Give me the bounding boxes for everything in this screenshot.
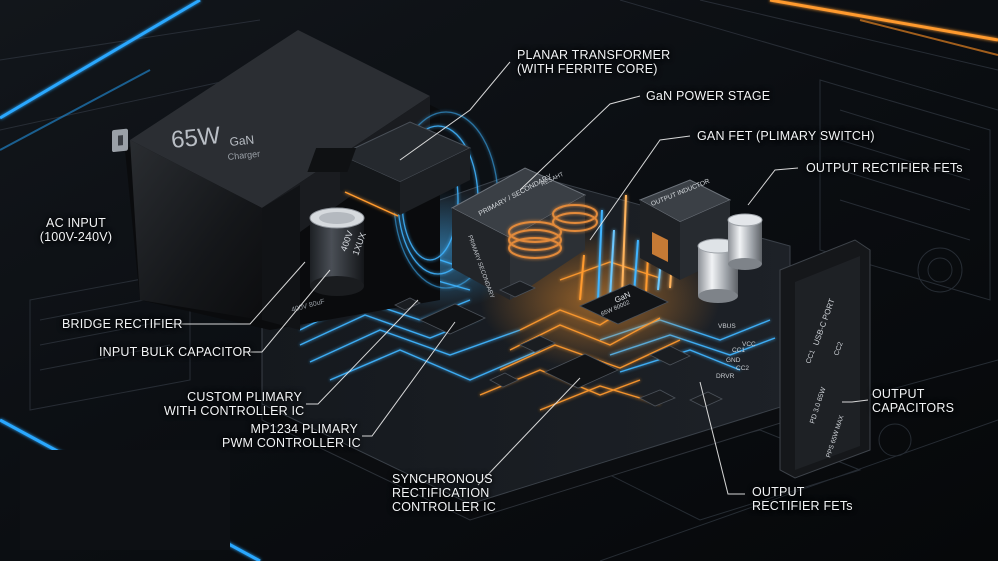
pcb-vcc-label: VCC bbox=[742, 341, 756, 348]
leader-gan-fet bbox=[589, 135, 691, 241]
label-output-rectifier-bottom: OUTPUT RECTIFIER FETs bbox=[752, 485, 853, 513]
leader-sync-rect bbox=[477, 377, 581, 486]
leader-lines bbox=[172, 61, 869, 495]
usb-c-port-module: USB-C PORT CC1 CC2 PD 3.0 65W PPS 65W MA… bbox=[779, 239, 871, 479]
label-mp1234: MP1234 PLIMARY PWM CONTROLLER IC bbox=[222, 422, 361, 450]
input-bulk-capacitor: 400V 1XUX bbox=[309, 207, 368, 296]
label-input-bulk-capacitor: INPUT BULK CAPACITOR bbox=[99, 345, 252, 359]
logo-power: 65W bbox=[170, 122, 222, 154]
planar-module-chip bbox=[307, 148, 357, 172]
label-gan-fet: GAN FET (PLIMARY SWITCH) bbox=[697, 129, 875, 143]
pcb-cc1-label: CC1 bbox=[732, 347, 745, 354]
leader-mp1234 bbox=[362, 321, 456, 437]
label-output-rectifier-top: OUTPUT RECTIFIER FETs bbox=[806, 161, 963, 175]
label-output-capacitors: OUTPUT CAPACITORS bbox=[872, 387, 955, 415]
output-capacitor-2 bbox=[727, 213, 763, 270]
leader-gan-power-stage bbox=[519, 95, 641, 191]
leader-output-rectifier-top bbox=[747, 167, 799, 206]
label-gan-power-stage: GaN POWER STAGE bbox=[646, 89, 771, 103]
pcb-vbus-label: VBUS bbox=[718, 323, 736, 330]
label-bridge-rectifier: BRIDGE RECTIFIER bbox=[62, 317, 183, 331]
leader-planar-transformer bbox=[399, 61, 511, 161]
port-cc2-label: CC2 bbox=[833, 341, 844, 357]
pcb-cc2-label: CC2 bbox=[736, 365, 749, 372]
leader-bridge-rectifier bbox=[172, 261, 306, 325]
leader-output-rectifier-bottom bbox=[699, 381, 745, 495]
leader-custom-primary bbox=[306, 299, 419, 405]
planar-module bbox=[307, 121, 472, 217]
ac-prongs bbox=[112, 128, 128, 153]
pcb-components bbox=[394, 280, 723, 408]
leader-output-capacitors bbox=[842, 399, 869, 403]
label-planar-transformer: PLANAR TRANSFORMER (WITH FERRITE CORE) bbox=[517, 48, 671, 76]
pcb-drvr-label: DRVR bbox=[716, 373, 735, 380]
port-cc1-label: CC1 bbox=[805, 349, 816, 365]
label-sync-rect: SYNCHRONOUS RECTIFICATION CONTROLLER IC bbox=[392, 472, 497, 514]
label-custom-primary: CUSTOM PLIMARY WITH CONTROLLER IC bbox=[164, 390, 305, 418]
pcb-pin-labels: VBUS VCC CC1 GND CC2 DRVR bbox=[716, 323, 756, 380]
pcb-gnd-label: GND bbox=[726, 357, 741, 364]
speaker-grille-texture bbox=[20, 450, 230, 550]
gan-chip bbox=[579, 283, 669, 325]
sync-rect-chip bbox=[544, 353, 619, 389]
logo-gan: GaN bbox=[229, 132, 255, 149]
copper-coils bbox=[508, 204, 598, 259]
mp1234-chip bbox=[419, 303, 486, 335]
leader-input-bulk-capacitor bbox=[248, 269, 331, 353]
charger-logo: 65W GaN Charger bbox=[170, 122, 261, 162]
logo-charger: Charger bbox=[227, 149, 260, 162]
label-ac-input: AC INPUT (100V-240V) bbox=[39, 216, 113, 244]
